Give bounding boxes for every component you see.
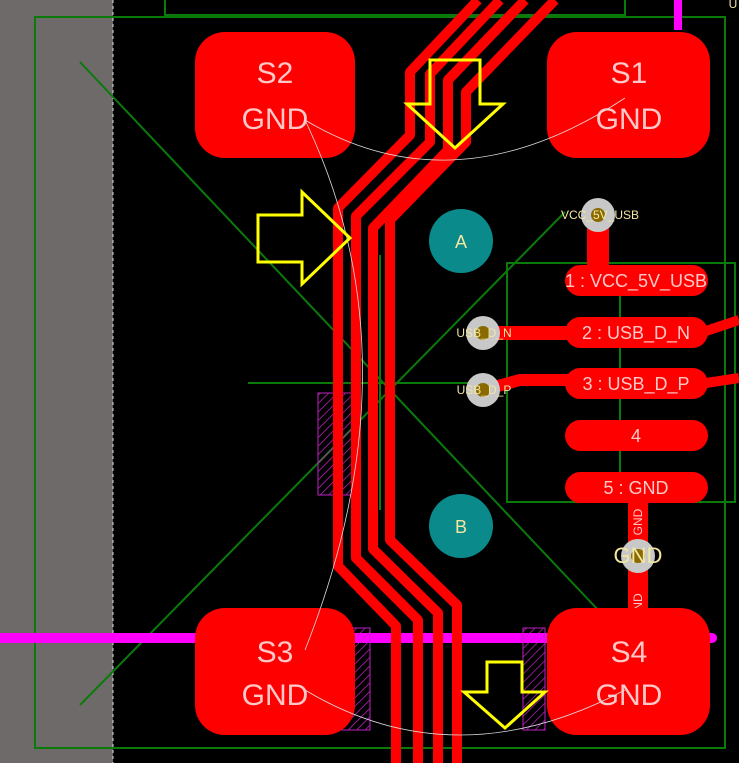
arrow-right-icon [256,188,353,288]
via-label: VCC_5V_USB [561,208,639,222]
pad-net: GND [596,103,663,136]
arrow-down-icon [403,58,507,151]
pad-designator: S2 [257,57,294,90]
trace-label: GND [631,508,645,535]
testpoint-a[interactable]: A [429,209,493,273]
arrow-down-icon [460,660,549,731]
pin-1[interactable]: 1 : VCC_5V_USB [565,265,708,296]
pin-label: 1 : VCC_5V_USB [565,271,707,292]
via-label: USB_D_N [456,326,511,340]
top-outline [164,0,626,16]
pad-designator: S1 [611,57,648,90]
via-gnd[interactable]: GND [614,539,663,573]
pin-2[interactable]: 2 : USB_D_N [565,317,708,348]
testpoint-label: B [455,517,467,537]
hatched-region-3 [522,627,546,731]
pin-4[interactable]: 4 [565,420,708,451]
pad-net: GND [242,103,309,136]
pin-3[interactable]: 3 : USB_D_P [565,368,708,399]
pad-s2[interactable]: S2 GND [195,32,355,158]
pad-net: GND [596,679,663,712]
pin-label: 3 : USB_D_P [582,374,689,395]
pin-5[interactable]: 5 : GND [565,472,708,503]
ratsnest [304,97,626,736]
silkscreen-arrows [256,58,549,731]
pad-s3[interactable]: S3 GND [195,608,355,735]
pin-label: 5 : GND [603,478,668,498]
via-vcc[interactable]: VCC_5V_USB [561,198,639,232]
pad-s1[interactable]: S1 GND [547,32,710,158]
pin-label: 2 : USB_D_N [582,323,690,344]
via-usb-d-p[interactable]: USB_D_P [457,373,512,407]
pad-designator: S3 [257,636,294,669]
pin-label: 4 [631,426,641,446]
via-label: USB_D_P [457,383,512,397]
board-edge-area [0,0,113,763]
trace [385,0,559,763]
testpoint-label: A [455,232,467,252]
pad-net: GND [242,679,309,712]
trace [333,0,482,763]
trace-label: ND [631,593,645,611]
corner-label: U [729,0,738,11]
testpoint-b[interactable]: B [429,494,493,558]
pad-s4[interactable]: S4 GND [547,608,710,735]
pad-designator: S4 [611,636,648,669]
via-label: GND [614,543,663,568]
trace [368,0,529,763]
via-usb-d-n[interactable]: USB_D_N [456,316,512,350]
